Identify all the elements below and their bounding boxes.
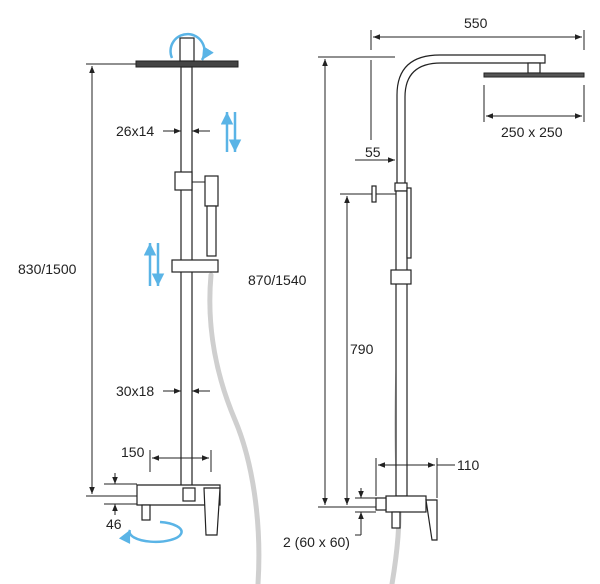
right-slider (390, 269, 412, 285)
left-hand-shower-handle (206, 205, 217, 257)
left-mixer (136, 484, 221, 506)
left-head-connector (179, 37, 195, 62)
connection-label: 2 (60 x 60) (283, 534, 350, 550)
top-rotation-arrow-icon (169, 32, 214, 61)
head-size-label: 250 x 250 (501, 124, 563, 140)
upper-adjust-arrows-icon (220, 112, 242, 152)
arm-offset-label: 55 (365, 144, 381, 160)
bottom-rotation-arrow-icon (118, 520, 183, 544)
left-slider (171, 259, 219, 273)
right-rain-head (483, 72, 585, 78)
mixer-width-label: 150 (121, 444, 145, 460)
left-hand-shower-head (204, 175, 219, 207)
right-arm (396, 54, 546, 185)
left-view: 830/1500 26x14 30x18 150 46 (18, 32, 262, 584)
right-height-label: 870/1540 (248, 272, 307, 288)
right-view: 550 250 x 250 55 870/1540 790 110 2 (248, 15, 585, 584)
right-coupling (394, 182, 408, 192)
right-mixer-connector (375, 497, 387, 511)
lower-adjust-arrows-icon (143, 243, 165, 286)
right-head-connector (527, 62, 541, 74)
left-mixer-button (182, 487, 196, 502)
right-diverter-knob (371, 185, 377, 203)
left-diverter (174, 171, 193, 191)
right-mixer-lever (425, 499, 438, 541)
lower-tube-label: 30x18 (116, 383, 154, 399)
arm-length-label: 550 (464, 15, 488, 31)
left-height-label: 830/1500 (18, 261, 77, 277)
left-connector (141, 504, 151, 521)
right-column (395, 190, 408, 497)
upper-tube-label: 26x14 (116, 123, 154, 139)
mixer-depth-label: 110 (457, 457, 480, 473)
left-rain-head (135, 60, 239, 68)
outlet-height-label: 790 (350, 341, 374, 357)
left-hose (207, 272, 262, 584)
right-mixer (385, 495, 427, 513)
left-column (180, 66, 193, 488)
bottom-offset-label: 46 (106, 516, 122, 532)
right-connector-bottom (391, 511, 401, 529)
left-mixer-lever (203, 487, 221, 536)
right-hand-shower (406, 187, 412, 259)
